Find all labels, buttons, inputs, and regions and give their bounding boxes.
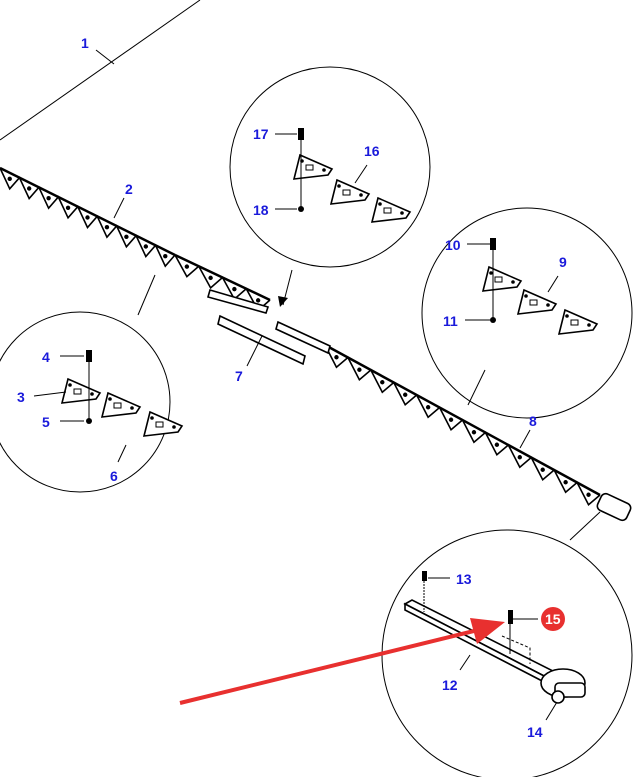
rivet-icon [104,224,110,230]
leader-1 [95,49,115,65]
knife-back [174,253,271,302]
header-line [0,0,201,141]
leader-14 [545,701,558,721]
leader-12 [459,654,471,671]
knife-back-strip [207,289,270,314]
callout-9[interactable]: 9 [559,254,567,270]
rivet-icon [232,286,237,292]
rivet-icon [586,492,591,497]
leader-8 [519,429,531,449]
bolt-nut-pair [298,128,304,212]
joint-plate-lower [217,314,306,366]
knife-section [100,391,142,418]
highlight-badge [541,607,565,631]
callout-17[interactable]: 17 [253,126,269,142]
rivet-icon [425,405,431,410]
knife-section [370,196,412,223]
knife-section [481,265,523,292]
rivet-icon [494,442,500,447]
knife-back [324,343,601,497]
callout-18[interactable]: 18 [253,202,269,218]
knife-head-assembly [403,571,586,704]
detail-circle-sections-right [421,207,633,419]
knife-section [60,377,102,404]
rivet-icon [563,480,568,485]
callout-15[interactable]: 15 [545,611,561,627]
rivet-icon [26,186,32,191]
rivet-icon [85,215,90,220]
callout-1[interactable]: 1 [81,35,89,51]
callout-14[interactable]: 14 [527,724,543,740]
rivet-icon [184,264,190,269]
rivet-icon [448,417,454,422]
rivet-icon [7,176,12,182]
leader-16 [354,164,368,184]
highlight-arrow-head [470,618,505,644]
callout-12[interactable]: 12 [442,677,458,693]
detail-circle-guards [229,66,431,268]
bolt-nut-pair [490,238,496,323]
callout-13[interactable]: 13 [456,571,472,587]
rivet-icon [471,430,477,435]
knife-section [516,288,558,315]
highlight-arrow-shaft [179,628,479,705]
knife-head-bolt [551,690,565,704]
callout-10[interactable]: 10 [445,237,461,253]
knife-teeth [174,254,271,312]
joint-plate-upper [275,320,331,355]
connector-head [569,511,601,541]
rivet-icon [540,467,545,472]
rivet-icon [163,253,168,259]
callout-16[interactable]: 16 [364,143,380,159]
knife-section [329,178,371,205]
rivet-icon [380,380,385,385]
rivet-icon [334,355,339,360]
rivet-icon [65,205,71,211]
callout-4[interactable]: 4 [42,349,50,365]
bolt-nut-pair [86,350,92,424]
bolt-15-guide [501,635,531,664]
knife-back [0,166,176,257]
callout-8[interactable]: 8 [529,413,537,429]
leader-2 [113,197,125,219]
rivet-icon [124,234,129,240]
rivet-icon [143,244,149,249]
detail-circle-sections-left [0,311,171,493]
callout-11[interactable]: 11 [443,313,458,329]
leader-3 [33,391,67,397]
knife-section [557,308,599,335]
callout-7[interactable]: 7 [235,368,243,384]
leader-7 [246,335,263,367]
rivet-icon [357,367,362,372]
knife-teeth [324,344,601,507]
knife-head [596,492,632,522]
leader-6 [117,444,127,463]
joint-plates [207,289,331,366]
knife-sections [60,128,599,437]
callout-5[interactable]: 5 [42,414,50,430]
connector-left [137,274,156,316]
rivet-icon [517,455,522,460]
rivet-icon [46,195,51,201]
connector-right [467,369,486,406]
callout-2[interactable]: 2 [125,181,133,197]
leader-9 [547,275,559,293]
pointer-arrow-head [278,296,288,307]
rivet-icon [403,392,408,397]
knife-section [142,410,184,437]
callout-6[interactable]: 6 [110,468,118,484]
knife-section [292,153,334,180]
callout-3[interactable]: 3 [17,389,25,405]
bolt-13 [422,571,427,581]
rivet-icon [208,275,213,281]
rivet-icon [255,298,261,303]
bolt-15 [508,610,513,624]
